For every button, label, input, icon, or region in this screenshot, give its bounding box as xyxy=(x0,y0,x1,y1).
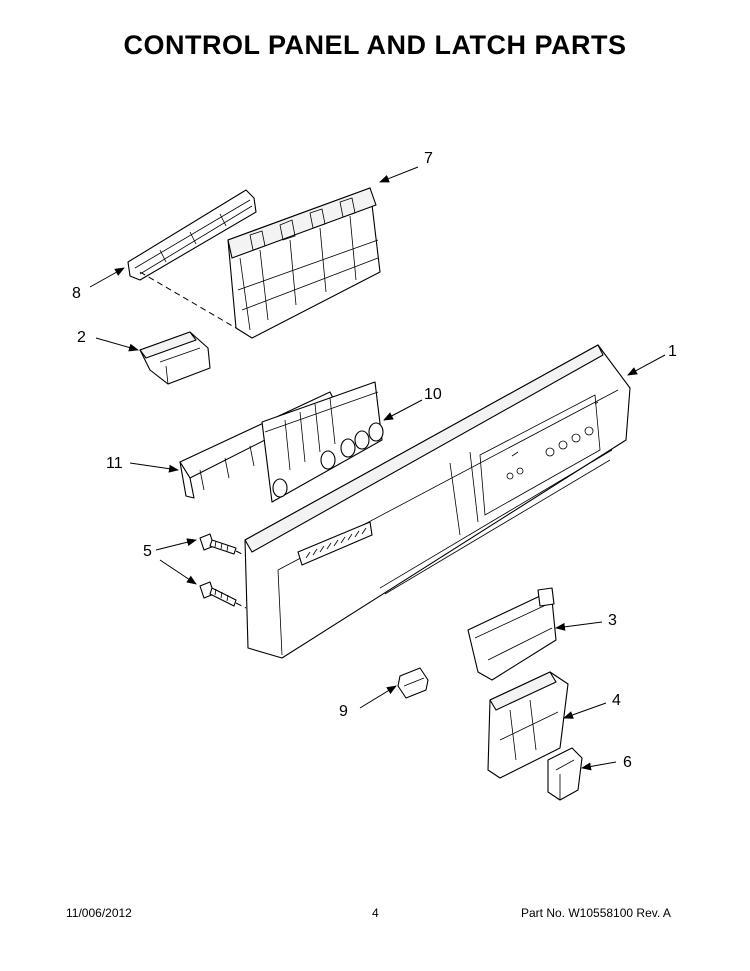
harness-connector xyxy=(127,189,257,281)
leader-11 xyxy=(129,462,179,473)
leader-4 xyxy=(563,702,607,719)
callout-2: 2 xyxy=(77,329,86,346)
leader-10 xyxy=(383,399,423,421)
footer-part-number: Part No. W10558100 Rev. A xyxy=(521,906,671,920)
callout-1: 1 xyxy=(668,343,677,360)
callout-3: 3 xyxy=(608,612,617,629)
callout-7: 7 xyxy=(424,150,433,167)
leader-3 xyxy=(555,621,603,631)
callout-8: 8 xyxy=(72,285,81,302)
leader-8 xyxy=(89,267,125,288)
callout-5: 5 xyxy=(143,543,152,560)
footer-page-number: 4 xyxy=(372,906,379,920)
leader-1 xyxy=(627,354,666,376)
button-assembly xyxy=(261,381,384,503)
latch-handle-bracket xyxy=(467,587,557,681)
callout-6: 6 xyxy=(623,754,632,771)
control-board xyxy=(227,187,381,339)
control-panel-console xyxy=(244,344,631,659)
latch-assembly xyxy=(487,671,569,779)
leader-5a xyxy=(155,538,197,551)
leader-9 xyxy=(359,685,397,709)
footer-date: 11/006/2012 xyxy=(66,906,132,920)
screws xyxy=(199,533,237,607)
callout-11: 11 xyxy=(106,455,123,472)
page-title: CONTROL PANEL AND LATCH PARTS xyxy=(123,30,627,60)
leader-2 xyxy=(95,337,139,352)
leader-7 xyxy=(379,166,419,183)
latch-strike xyxy=(547,747,583,801)
leader-5b xyxy=(159,559,197,585)
small-switch xyxy=(397,667,429,699)
small-bracket xyxy=(139,331,211,385)
leader-6 xyxy=(581,761,617,771)
callout-9: 9 xyxy=(339,703,348,720)
callout-10: 10 xyxy=(424,386,442,403)
callout-4: 4 xyxy=(612,692,621,709)
